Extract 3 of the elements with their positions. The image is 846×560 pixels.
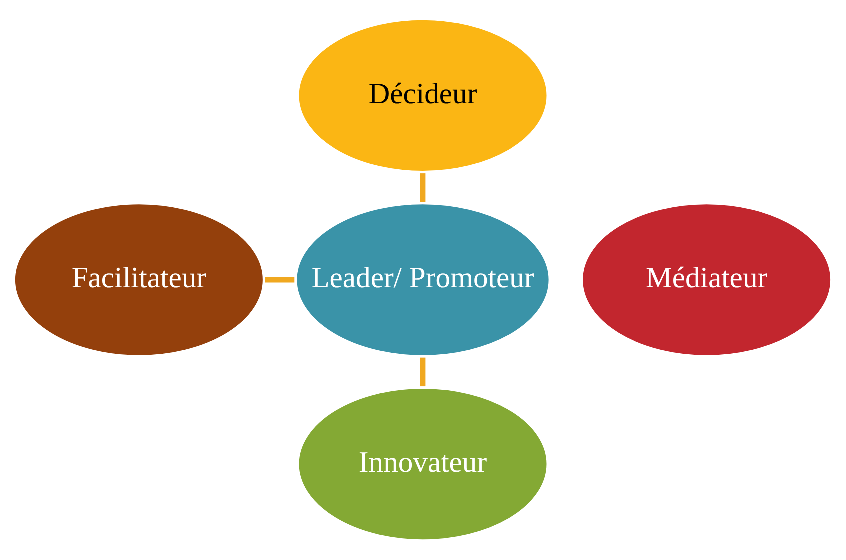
connector <box>420 358 426 387</box>
connector <box>265 277 295 283</box>
connector <box>420 174 426 202</box>
